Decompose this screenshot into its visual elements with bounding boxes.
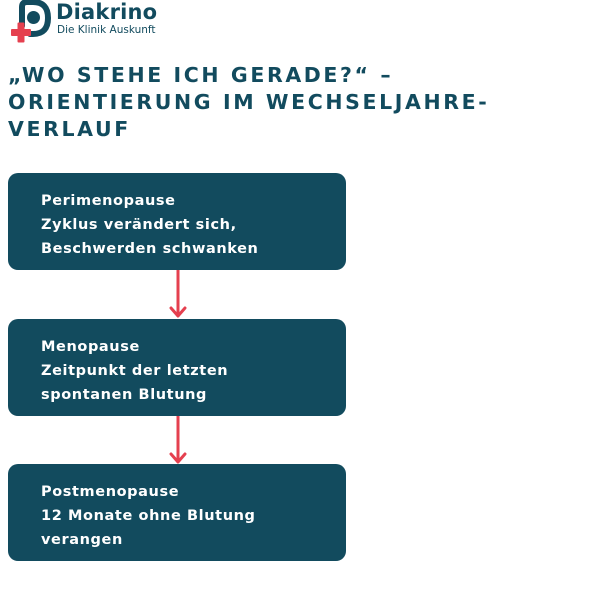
title-line: VERLAUF	[8, 117, 131, 141]
stage-box-menopause: Menopause Zeitpunkt der letzten spontane…	[8, 319, 346, 416]
stage-description: Zyklus verändert sich,	[41, 217, 237, 233]
stage-description: Beschwerden schwanken	[41, 241, 259, 257]
brand-name: Diakrino	[56, 0, 158, 24]
stage-box-perimenopause: Perimenopause Zyklus verändert sich, Bes…	[8, 173, 346, 270]
stage-name: Postmenopause	[41, 484, 180, 500]
logo-mark-icon	[11, 0, 52, 43]
page-title: „WO STEHE ICH GERADE?“ – ORIENTIERUNG IM…	[8, 62, 548, 143]
title-line: „WO STEHE ICH GERADE?“ –	[8, 63, 394, 87]
stage-box-postmenopause: Postmenopause 12 Monate ohne Blutung ver…	[8, 464, 346, 561]
down-arrow-icon	[169, 416, 187, 464]
stage-description: 12 Monate ohne Blutung	[41, 508, 256, 524]
title-line: ORIENTIERUNG IM WECHSELJAHRE-	[8, 90, 490, 114]
stage-description: Zeitpunkt der letzten	[41, 363, 229, 379]
stage-description: spontanen Blutung	[41, 387, 208, 403]
diakrino-logo: Diakrino Die Klinik Auskunft	[6, 0, 176, 44]
stage-name: Perimenopause	[41, 193, 176, 209]
stage-description: verangen	[41, 532, 123, 548]
brand-tagline: Die Klinik Auskunft	[57, 24, 156, 36]
stage-name: Menopause	[41, 339, 140, 355]
down-arrow-icon	[169, 270, 187, 318]
